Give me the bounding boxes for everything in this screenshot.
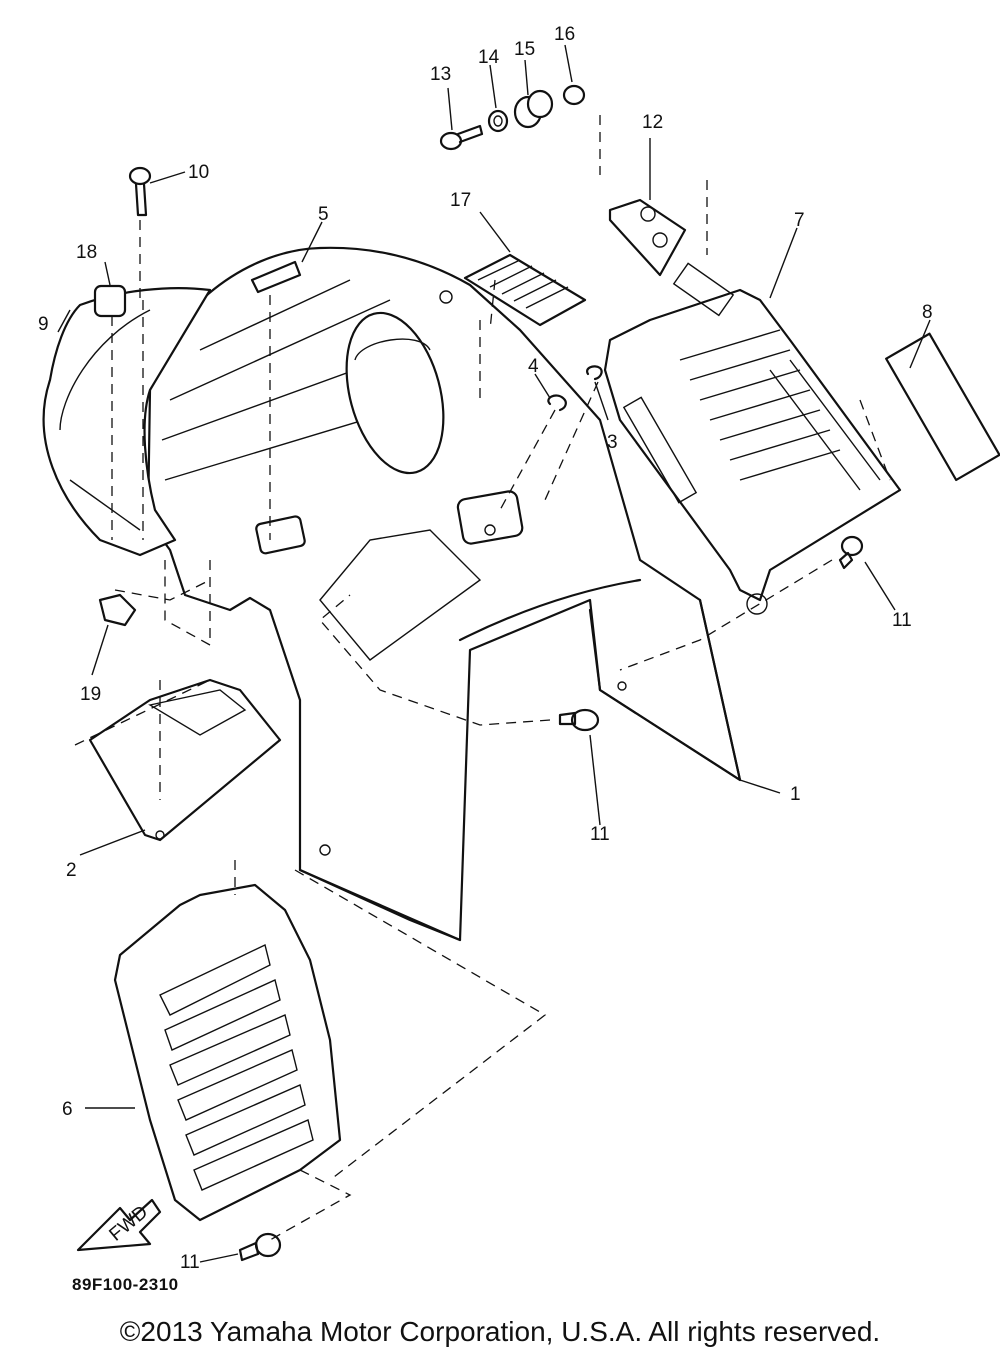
callout-11-right: 11 — [892, 610, 912, 631]
fwd-arrow-icon: FWD — [76, 1198, 162, 1252]
parts-diagram: FWD 1 2 3 4 5 6 7 8 9 10 11 11 11 12 13 … — [38, 24, 1000, 1294]
screw-part-11-center — [558, 708, 600, 732]
front-cover-part — [146, 246, 742, 942]
clip-part-19 — [98, 593, 137, 627]
assembly-lines — [74, 115, 891, 1241]
callout-17: 17 — [450, 190, 471, 211]
callout-9: 9 — [38, 314, 49, 335]
callout-6: 6 — [62, 1099, 73, 1120]
callout-18: 18 — [76, 242, 97, 263]
callout-7: 7 — [794, 210, 805, 231]
callout-10: 10 — [188, 162, 209, 183]
callout-12: 12 — [642, 112, 663, 133]
callout-19: 19 — [80, 684, 101, 705]
bolt-part-13 — [439, 124, 484, 151]
callout-13: 13 — [430, 64, 451, 85]
copyright-notice: ©2013 Yamaha Motor Corporation, U.S.A. A… — [119, 1316, 881, 1347]
part-code: 89F100-2310 — [72, 1275, 179, 1294]
callout-16: 16 — [554, 24, 575, 45]
screw-part-11-right — [838, 535, 864, 570]
plate-part-8 — [885, 332, 1000, 482]
grommet-part-3 — [586, 365, 603, 381]
callout-labels: 1 2 3 4 5 6 7 8 9 10 11 11 11 12 13 14 1… — [38, 24, 933, 1273]
callout-14: 14 — [478, 47, 500, 68]
callout-1: 1 — [790, 784, 801, 805]
callout-11-center: 11 — [590, 824, 610, 845]
callout-11-bottom: 11 — [180, 1252, 200, 1273]
collar-part-16 — [562, 84, 586, 106]
grommet-part-15 — [513, 89, 554, 129]
screw-part-11-bottom — [238, 1232, 282, 1262]
callout-3: 3 — [607, 432, 618, 453]
side-cover-part-7 — [603, 262, 902, 615]
side-cover-part-6 — [113, 883, 342, 1222]
washer-part-14 — [487, 109, 509, 133]
callout-8: 8 — [922, 302, 933, 323]
damper-part-18 — [93, 284, 127, 318]
callout-15: 15 — [514, 39, 535, 60]
callout-5: 5 — [318, 204, 329, 225]
callout-4: 4 — [528, 356, 539, 377]
pad-part-17 — [463, 253, 587, 327]
small-cover-part-2 — [88, 678, 282, 842]
bolt-part-10 — [128, 166, 152, 217]
grommet-part-4 — [547, 394, 567, 412]
bracket-part-12 — [608, 198, 687, 277]
leader-lines — [57, 44, 931, 1263]
clip-part-5 — [250, 260, 302, 294]
callout-2: 2 — [66, 860, 77, 881]
inner-panel-part — [42, 287, 212, 557]
